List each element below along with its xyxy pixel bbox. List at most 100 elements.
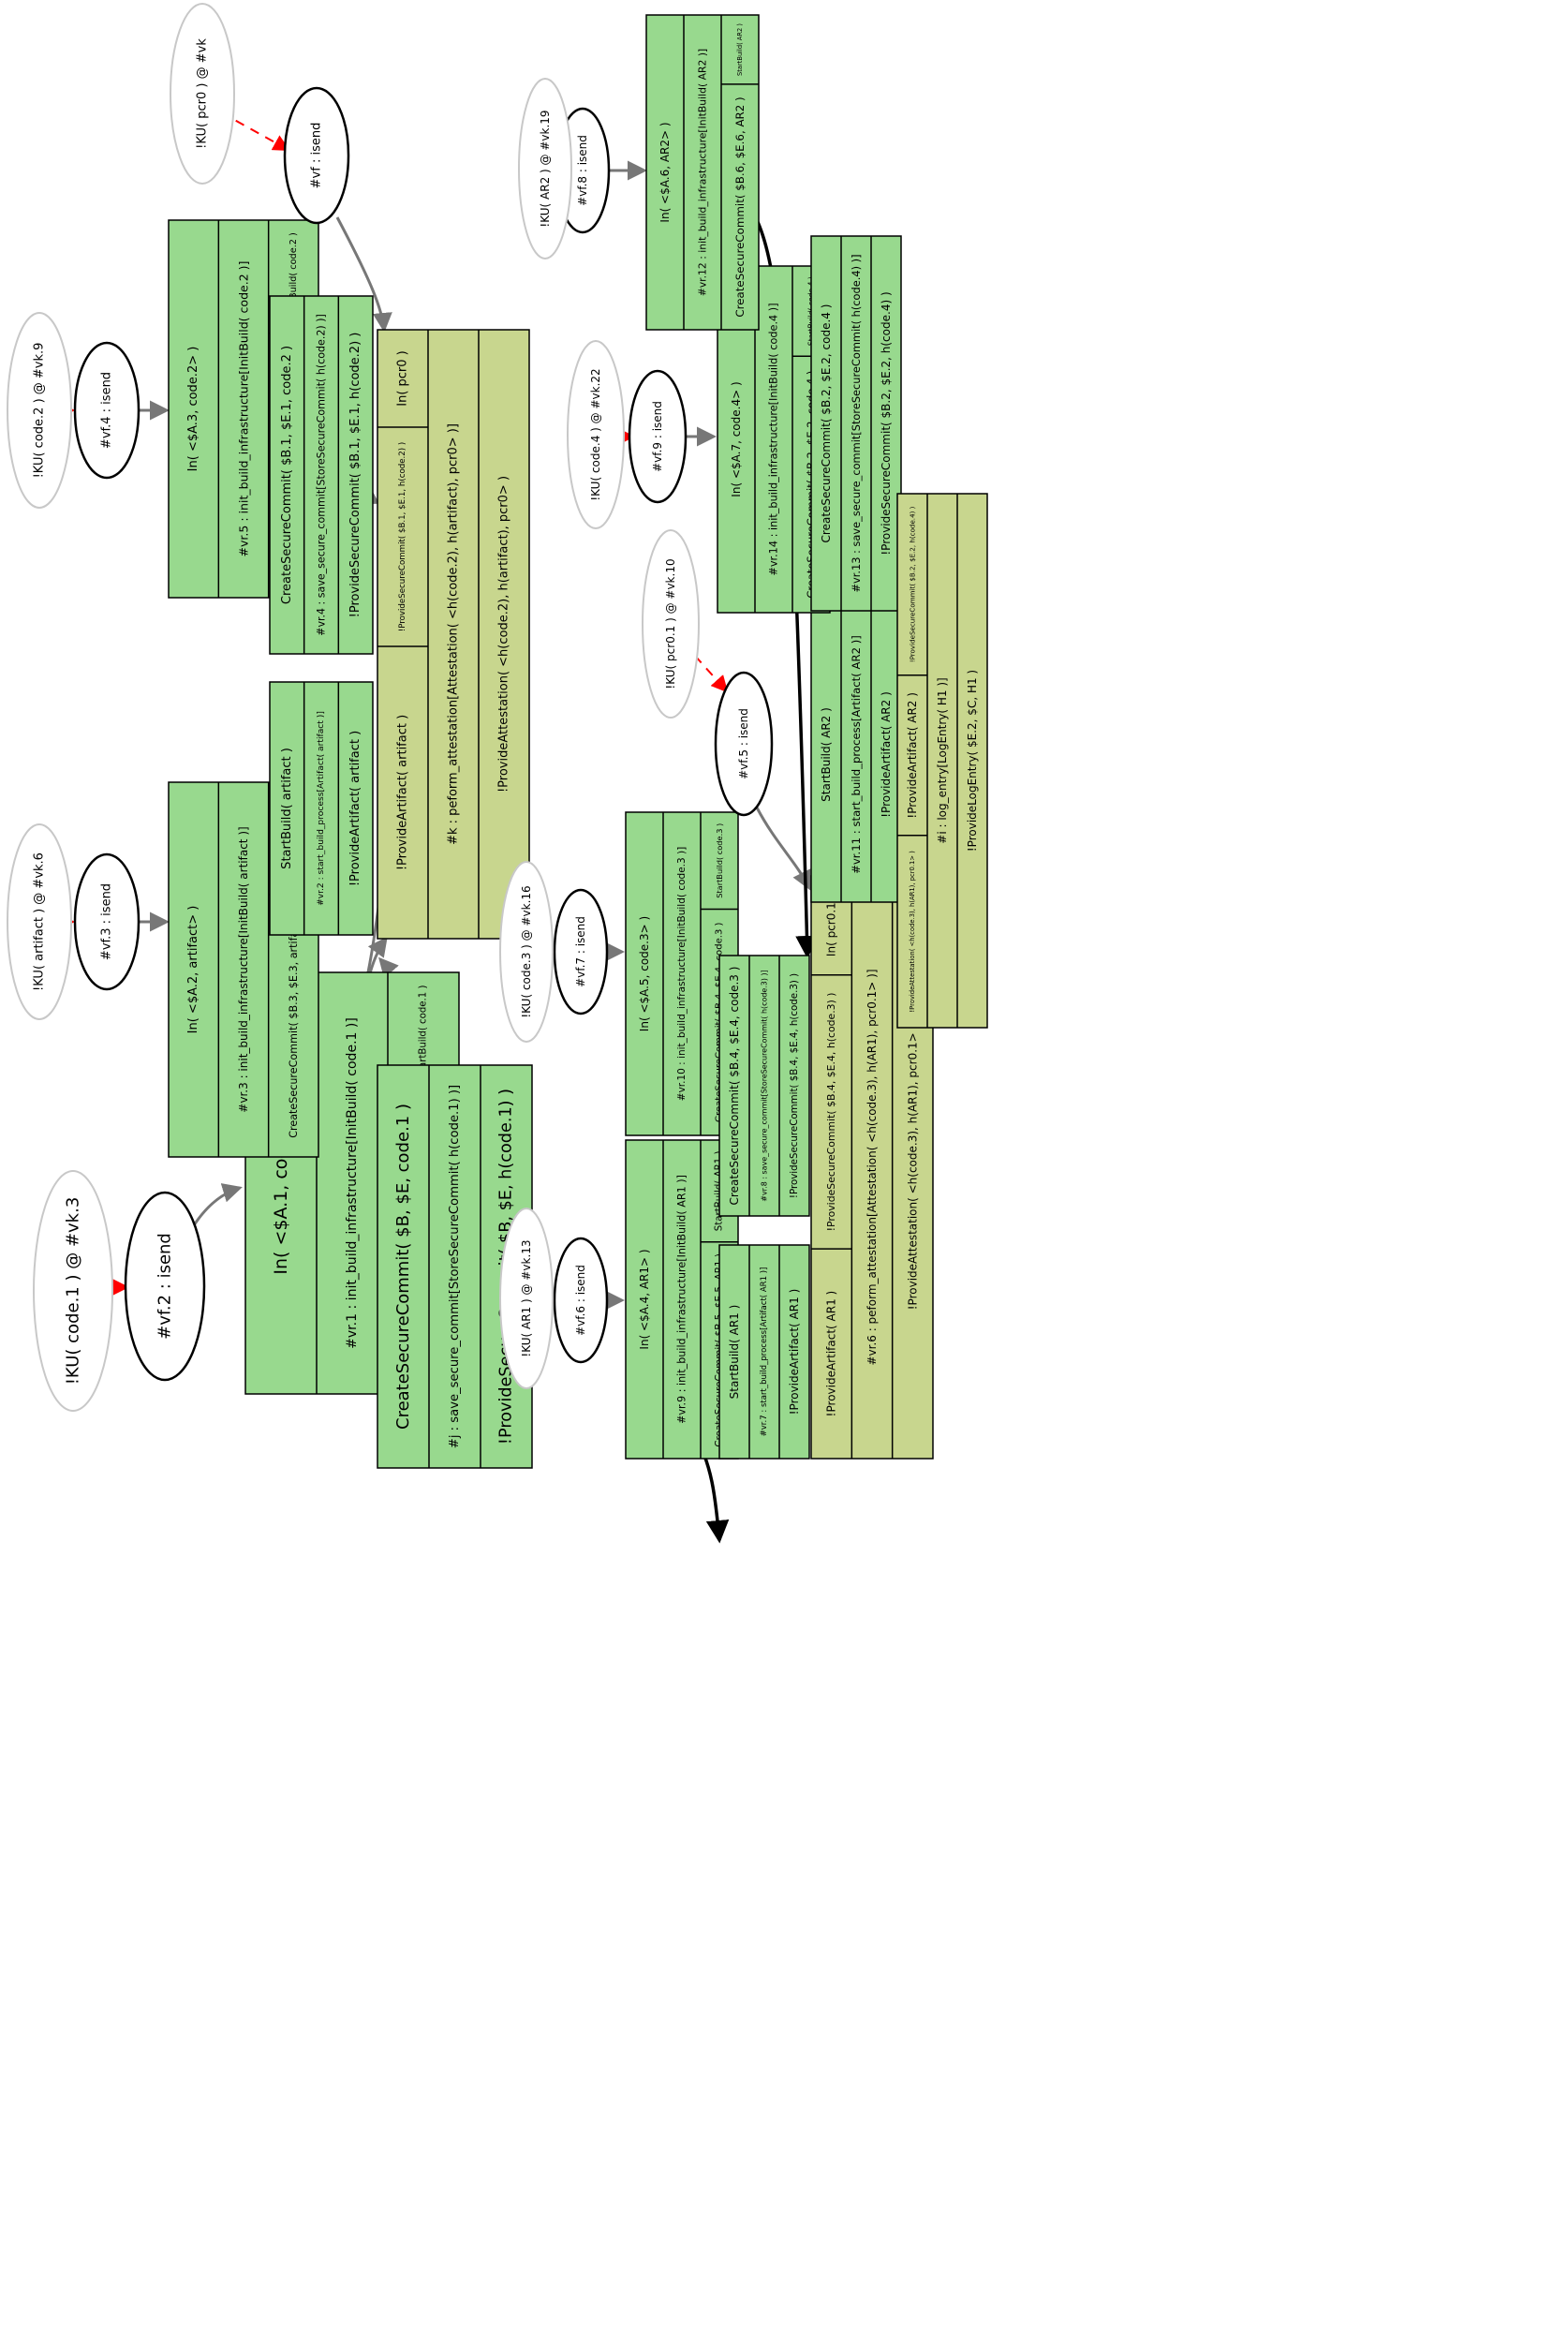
node-vi: !ProvideAttestation( <h(code.3), h(AR1),… [896,493,988,1029]
node-vr11: StartBuild( AR2 ) #vr.11 : start_build_pr… [810,606,902,903]
node-vr8: CreateSecureCommit( $B.4, $E.4, code.3 )… [718,955,810,1217]
rule-box-bg [718,1244,810,1460]
ku-node-g_vk19 [518,78,572,259]
isend-node-vf [283,86,350,225]
box-text: CreateSecureCommit( $B.1, $E.1, code.2 ) [280,346,294,604]
box-text: #vr.7 : start_build_process[Artifact( AR… [760,1267,769,1437]
box-text: #k : peform_attestation[Attestation( <h(… [447,423,461,845]
ku-node-g_vk13 [499,1208,554,1389]
rule-box-bg [269,295,374,655]
rule-box-bg [718,955,810,1217]
isend-label: #vf.7 : isend [574,916,587,987]
box-text: !ProvideArtifact( AR1 ) [788,1289,801,1415]
box-text: StartBuild( AR2 ) [820,707,833,802]
box-text: !ProvideSecureCommit( $B.1, $E.1, h(code… [348,333,362,618]
box-text: #vr.11 : start_build_process[Artifact( A… [850,635,863,874]
isend-node-vf6 [553,1237,609,1364]
isend-label: #vf.5 : isend [737,708,750,779]
box-text: CreateSecureCommit( $B.2, $E.2, code.4 ) [820,304,833,543]
box-text: CreateSecureCommit( $B.4, $E.4, code.3 ) [728,967,741,1206]
box-text: #vr.8 : save_secure_commit[StoreSecureCo… [761,970,769,1201]
isend-label: #vf.9 : isend [651,401,664,472]
box-text: StartBuild( AR1 ) [728,1305,741,1400]
box-text: !ProvideArtifact( AR1 ) [825,1291,838,1417]
box-text: #vr.9 : init_build_infrastructure[InitBu… [676,1175,688,1424]
ku-node-g_vk6 [7,823,72,1020]
isend-node-vf9 [628,369,688,504]
gray-edge [755,807,811,891]
box-text: !ProvideArtifact( AR2 ) [906,692,919,819]
rule-box-bg [810,235,902,612]
box-text: In( <$A.3, code.2> ) [186,347,200,472]
box-text: CreateSecureCommit( $B, $E, code.1 ) [393,1104,413,1430]
node-vrj: CreateSecureCommit( $B, $E, code.1 )#j :… [377,1064,533,1469]
ku-label: !KU( code.4 ) @ #vk.22 [589,368,602,500]
isend-node-vf3 [73,852,141,991]
ku-node-g_vk10 [642,529,700,719]
box-text: In( <$A.4, AR1> ) [638,1249,651,1349]
isend-label: #vf : isend [310,123,324,189]
node-vr2: StartBuild( artifact ) #vr.2 : start_buil… [269,681,374,936]
isend-label: #vf.4 : isend [100,372,114,449]
isend-label: #vf.2 : isend [155,1233,175,1340]
box-text: !ProvideSecureCommit( $B.4, $E.4, h(code… [789,973,800,1198]
box-text: #i : log_entry[LogEntry( H1 )] [936,677,949,843]
ku-node-g_vk [170,3,235,185]
box-text: #vr.14 : init_build_infrastructure[InitB… [768,303,780,575]
box-text: In( <$A.2, artifact> ) [186,906,200,1034]
box-text: !ProvideArtifact( AR2 ) [880,691,893,818]
box-text: #vr.2 : start_build_process[Artifact( ar… [317,711,326,906]
gray-edge [335,216,392,333]
ku-label: !KU( pcr0 ) @ #vk [196,38,210,149]
box-text: !ProvideAttestation( <h(code.3), h(AR1),… [906,1025,919,1310]
node-vr4: CreateSecureCommit( $B.1, $E.1, code.2 )… [269,295,374,655]
isend-node-vf2 [124,1191,206,1382]
ku-label: !KU( AR2 ) @ #vk.19 [539,110,552,227]
ku-node-g_vk9 [7,312,72,509]
ku-node-g_vk3 [33,1170,113,1412]
ku-label: !KU( pcr0.1 ) @ #vk.10 [664,558,677,689]
box-text: #vr.12 : init_build_infrastructure[InitB… [697,49,709,297]
box-text: #vr.3 : init_build_infrastructure[InitBu… [237,826,250,1112]
ku-label: !KU( code.3 ) @ #vk.16 [520,885,533,1017]
ku-label: !KU( artifact ) @ #vk.6 [33,852,47,991]
node-vr13: CreateSecureCommit( $B.2, $E.2, code.4 )… [810,235,902,612]
box-text: In( pcr0.1 ) [825,895,838,956]
node-vr7: StartBuild( AR1 ) #vr.7 : start_build_pro… [718,1244,810,1460]
box-text: CreateSecureCommit( $B.3, $E.3, artifact… [288,913,300,1138]
box-text: StartBuild( AR2 ) [736,23,744,76]
box-text: CreateSecureCommit( $B.6, $E.6, AR2 ) [733,96,747,317]
isend-label: #vf.3 : isend [100,883,114,960]
box-text: #vr.10 : init_build_infrastructure[InitB… [676,847,688,1101]
box-text: In( <$A.6, AR2> ) [658,122,672,222]
box-text: !ProvideSecureCommit( $B.2, $E.2, h(code… [909,506,917,662]
node-vk: !ProvideArtifact( artifact )!ProvideSecu… [377,329,530,940]
red-edge [220,111,290,151]
isend-node-vf5 [714,671,774,817]
box-text: In( <$A.5, code.3> ) [638,916,651,1031]
red-edge [694,655,729,693]
box-text: StartBuild( code.1 ) [419,986,429,1078]
node-vr12: In( <$A.6, AR2> ) #vr.12 : init_build_inf… [645,14,760,331]
ku-node-g_vk16 [499,861,554,1043]
box-text: #vr.13 : save_secure_commit[StoreSecureC… [850,254,863,592]
box-text: #vr.1 : init_build_infrastructure[InitBu… [345,1017,360,1349]
box-text: !ProvideAttestation( <h(code.3), h(AR1),… [909,851,916,1013]
ku-node-g_vk22 [567,340,625,529]
ku-label: !KU( AR1 ) @ #vk.13 [520,1239,533,1356]
ku-label: !KU( code.1 ) @ #vk.3 [64,1197,83,1386]
rule-box-bg [269,681,374,936]
isend-label: #vf.8 : isend [576,135,589,206]
box-text: #vr.6 : peform_attestation[Attestation( … [865,969,879,1365]
rule-box-bg [377,329,530,940]
box-text: StartBuild( artifact ) [280,748,294,869]
rule-box-bg [645,14,760,331]
ku-label: !KU( code.2 ) @ #vk.9 [33,343,47,479]
box-text: In( <$A.7, code.4> ) [730,381,743,497]
box-text: #vr.5 : init_build_infrastructure[InitBu… [237,261,251,557]
box-text: !ProvideSecureCommit( $B.2, $E.2, h(code… [880,291,893,555]
box-text: StartBuild( code.3 ) [715,823,724,898]
box-text: !ProvideArtifact( artifact ) [348,731,362,886]
